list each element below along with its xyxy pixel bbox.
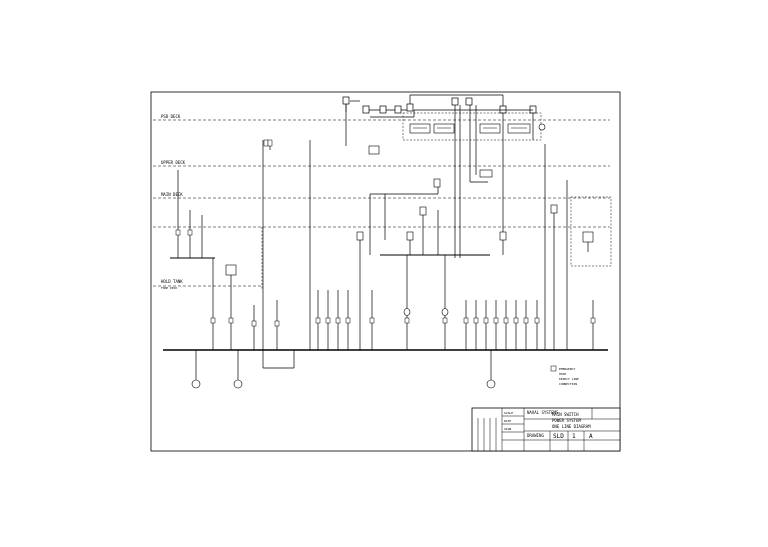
converter-motor <box>538 123 546 131</box>
title-block: NAVAL SYSTEMS MAIN SWITCH POWER SYSTEM O… <box>471 407 621 452</box>
legend-item-emergency: EMERGENCY <box>559 367 575 371</box>
title-drawing-no: SLD <box>553 433 564 440</box>
lower-feeders <box>195 334 492 380</box>
title-company: NAVAL SYSTEMS <box>527 410 559 415</box>
busbar-stubs <box>253 290 594 350</box>
legend-item-hose: HOSE <box>559 372 566 376</box>
main-feeders <box>262 105 568 350</box>
title-revision: A <box>589 433 593 440</box>
control-panel-box <box>368 145 380 155</box>
deck-label-fore: FORE DECK <box>161 286 177 290</box>
title-sign-label: SIGN <box>504 427 511 431</box>
title-date-label: DATE <box>504 419 511 423</box>
motor-mid-right <box>441 308 449 316</box>
deck-label-hold: HOLD TANK <box>161 279 183 284</box>
legend: EMERGENCY HOSE DIRECT LINE CONNECTION <box>550 365 579 386</box>
deck-lines <box>153 119 610 287</box>
generator-1 <box>191 379 201 389</box>
deck-label-main: MAIN DECK <box>161 192 183 197</box>
hold-boundary <box>261 196 612 290</box>
title-sheet: 1 <box>572 433 576 440</box>
deck-label-upper: UPPER DECK <box>161 160 186 165</box>
title-drawing-label: DRAWING <box>527 433 544 438</box>
hold-feeders <box>177 170 589 350</box>
title-line-2: POWER SYSTEM <box>552 418 581 423</box>
top-switchboard <box>342 94 537 118</box>
title-line-1: MAIN SWITCH <box>552 412 579 417</box>
transformer-box <box>479 169 493 178</box>
legend-item-direct-line: DIRECT LINE <box>559 377 579 381</box>
legend-item-connection: CONNECTION <box>559 382 577 386</box>
converter-units <box>409 123 531 134</box>
deck-label-psd: PSD DECK <box>161 114 181 119</box>
stub-breakers <box>175 229 596 327</box>
generator-2 <box>233 379 243 389</box>
hold-breakers <box>225 204 594 276</box>
motor-mid-left <box>403 308 411 316</box>
title-line-3: ONE LINE DIAGRAM <box>552 424 591 429</box>
title-scale-label: SCALE <box>504 411 513 415</box>
breaker-mid <box>433 178 441 188</box>
generators <box>191 379 496 389</box>
drawing-frame <box>150 91 621 452</box>
generator-emergency <box>486 379 496 389</box>
